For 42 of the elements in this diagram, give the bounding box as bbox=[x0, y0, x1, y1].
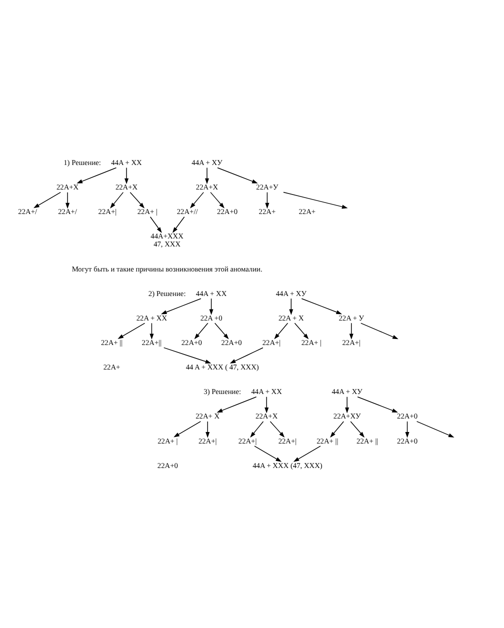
arrow bbox=[293, 445, 321, 462]
arrow bbox=[350, 420, 365, 438]
arrow bbox=[357, 396, 398, 412]
arrow bbox=[172, 216, 185, 232]
arrow bbox=[150, 322, 154, 340]
arrow bbox=[34, 191, 61, 208]
arrow bbox=[301, 298, 342, 314]
arrow bbox=[204, 166, 210, 184]
arrow bbox=[330, 420, 344, 438]
arrow bbox=[194, 322, 208, 339]
arrow bbox=[345, 396, 350, 413]
arrow bbox=[160, 298, 202, 314]
arrow bbox=[250, 420, 264, 438]
arrow bbox=[76, 166, 117, 183]
arrow bbox=[264, 396, 269, 413]
arrow bbox=[210, 191, 225, 208]
arrow bbox=[214, 322, 229, 339]
arrow bbox=[274, 322, 288, 339]
arrow bbox=[217, 166, 258, 183]
arrow bbox=[294, 322, 309, 339]
arrow bbox=[110, 191, 124, 208]
arrow bbox=[174, 420, 202, 437]
arrow bbox=[416, 420, 454, 437]
arrow bbox=[405, 420, 410, 438]
arrow bbox=[163, 346, 212, 363]
arrow bbox=[283, 191, 348, 208]
arrow bbox=[66, 191, 70, 208]
arrow bbox=[270, 420, 285, 438]
arrow bbox=[265, 191, 270, 208]
arrow bbox=[124, 166, 129, 184]
arrow bbox=[216, 396, 257, 412]
arrow bbox=[349, 322, 354, 340]
arrow bbox=[230, 346, 264, 363]
arrow bbox=[209, 298, 214, 314]
arrow bbox=[289, 298, 294, 314]
arrow bbox=[206, 420, 210, 438]
arrow bbox=[190, 191, 204, 208]
arrow bbox=[254, 445, 282, 462]
arrow bbox=[130, 191, 145, 208]
arrow bbox=[360, 322, 398, 339]
arrow bbox=[118, 322, 146, 338]
arrow bbox=[150, 216, 162, 232]
